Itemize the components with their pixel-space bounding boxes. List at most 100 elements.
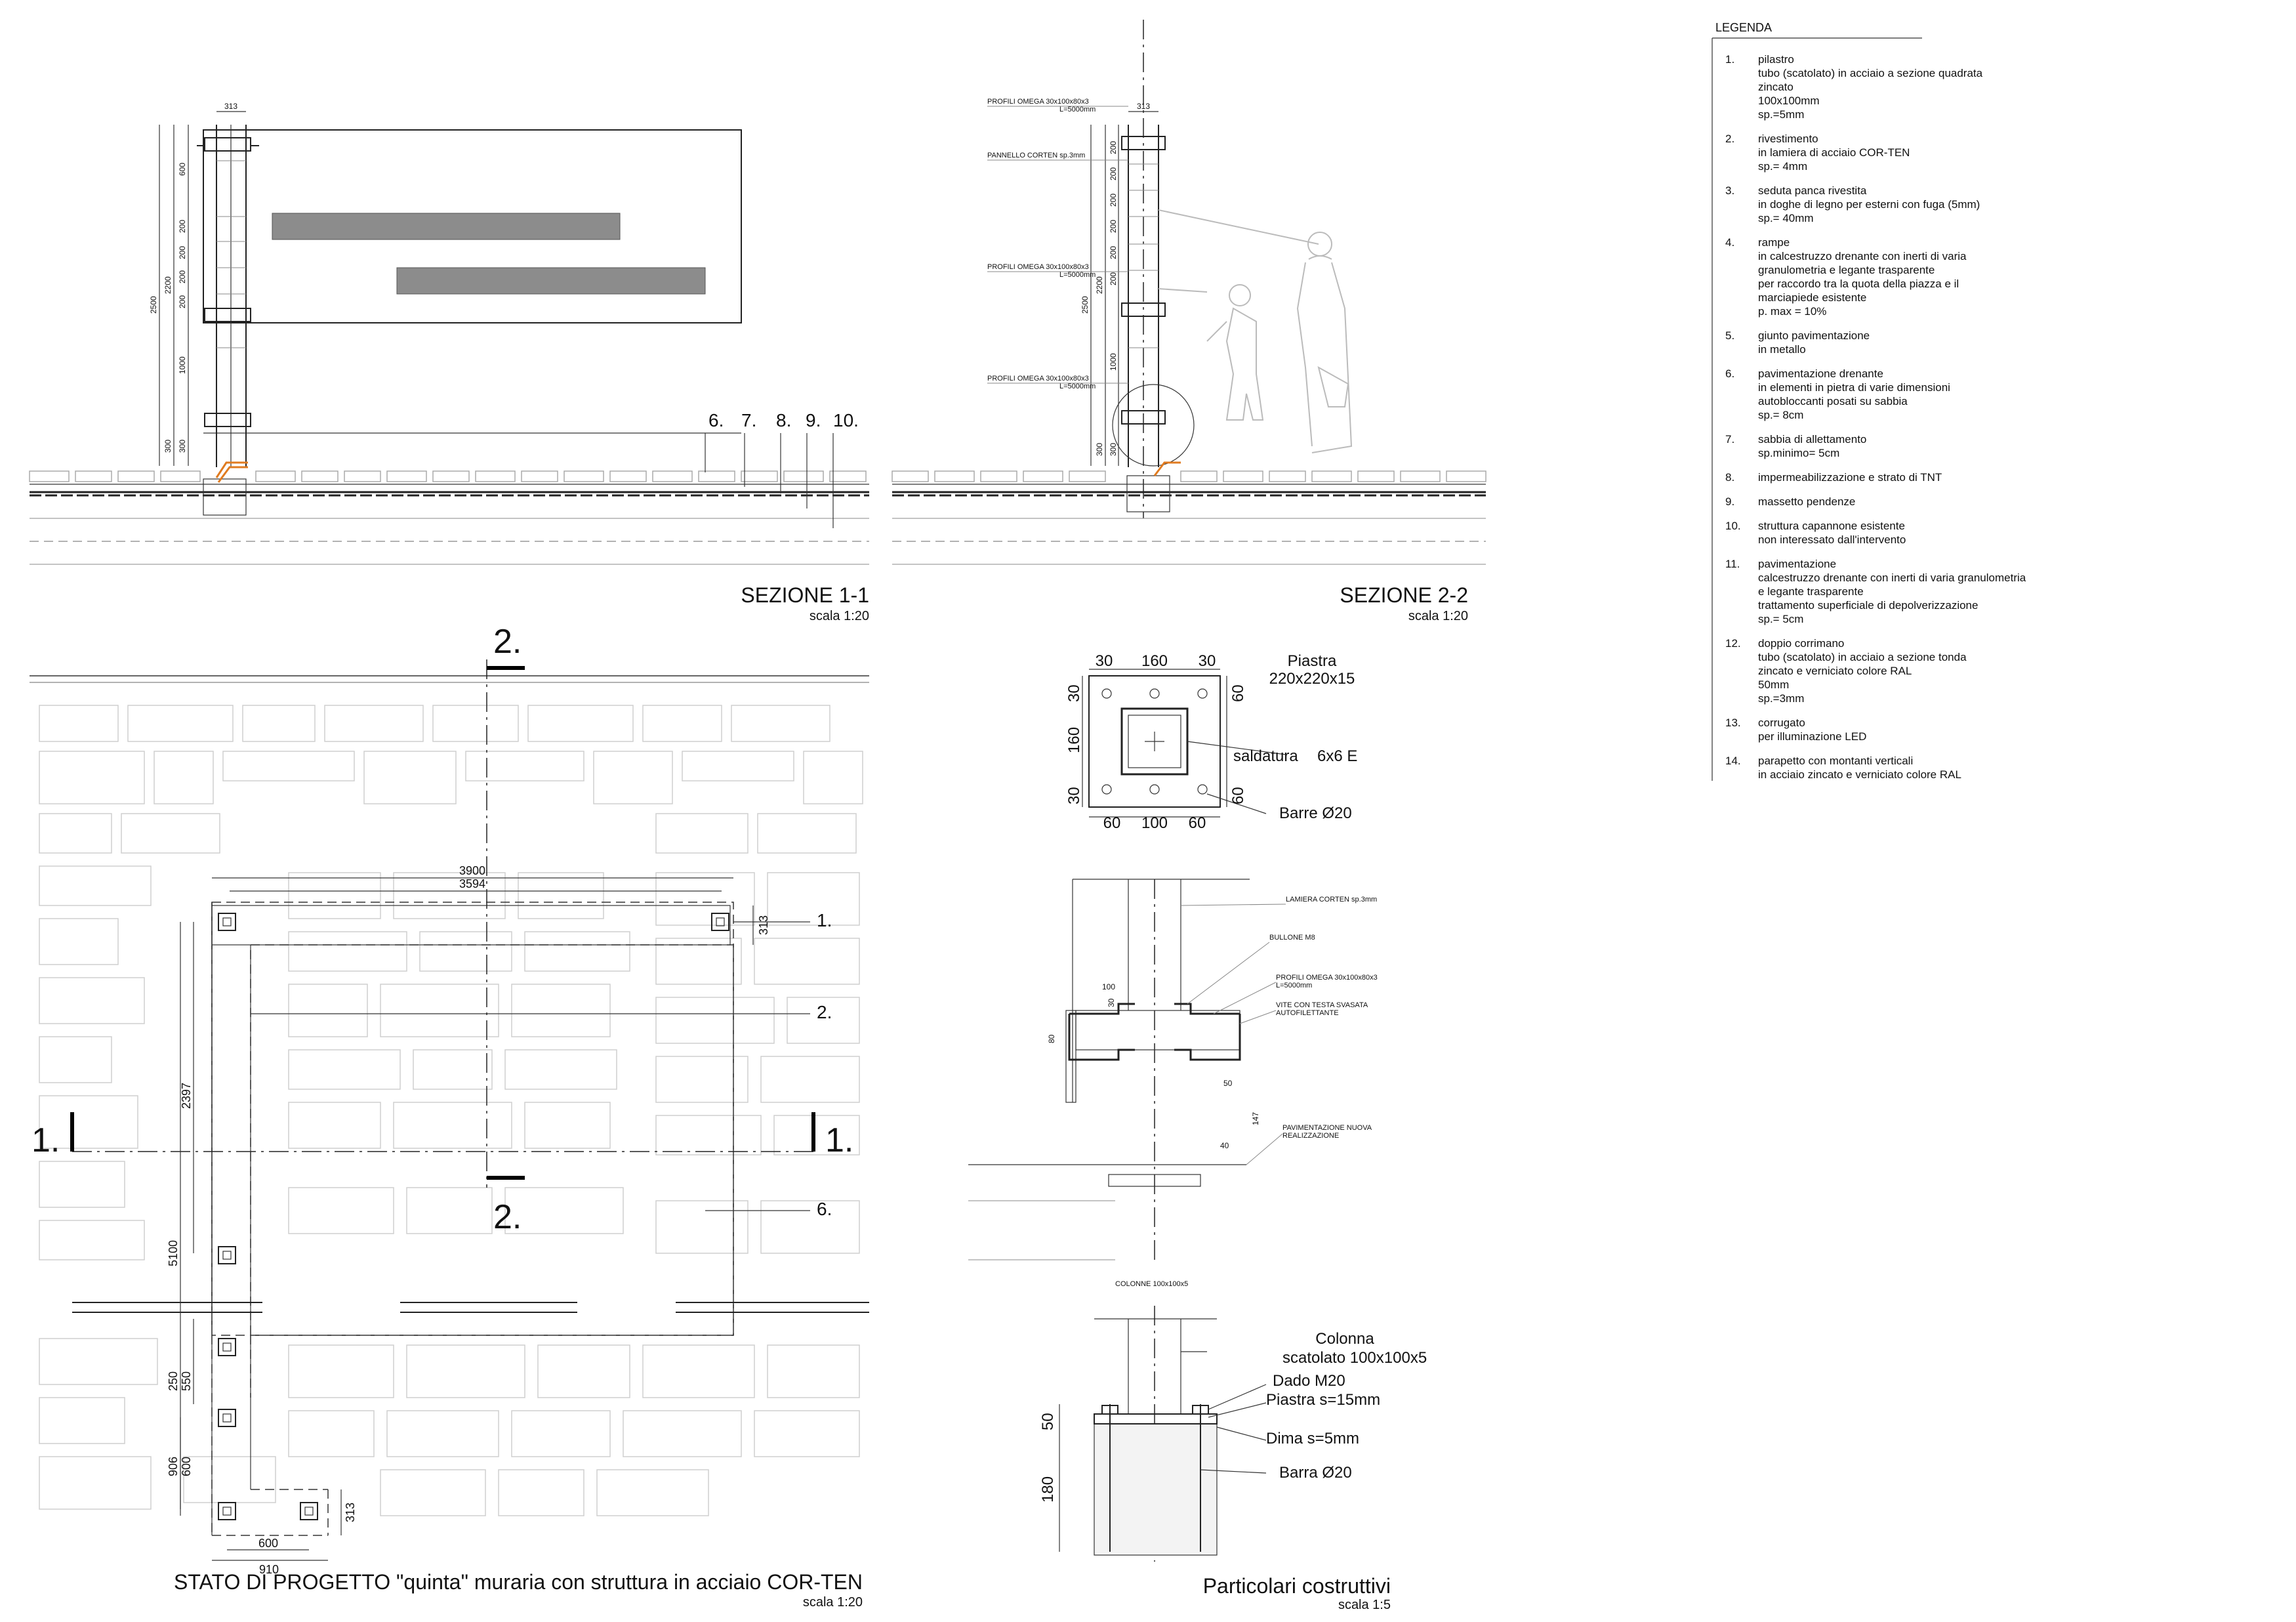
svg-text:100: 100: [1102, 982, 1115, 991]
legend-item-number: 14.: [1725, 755, 1741, 767]
legend-item-line: non interessato dall'intervento: [1758, 533, 1906, 546]
plate-dim-top-1: 30: [1096, 652, 1113, 670]
legend-item-number: 7.: [1725, 433, 1734, 446]
svg-text:LAMIERA CORTEN sp.3mm: LAMIERA CORTEN sp.3mm: [1286, 896, 1377, 904]
detail-base: [1075, 1010, 1240, 1050]
ledge-lines: [72, 1302, 869, 1313]
legend-item-line: in lamiera di acciaio COR-TEN: [1758, 146, 1910, 159]
nut-label: Dado M20: [1273, 1372, 1345, 1390]
column-icon: [218, 1502, 236, 1520]
legend-item-line: sp.= 8cm: [1758, 409, 1803, 421]
svg-text:2200: 2200: [1095, 276, 1104, 294]
section-mark-1-right: 1.: [825, 1121, 853, 1159]
particolari-scale: scala 1:5: [1338, 1598, 1391, 1612]
legend-item-line: pavimentazione: [1758, 558, 1836, 570]
anchor-dim-50: 50: [1039, 1413, 1057, 1430]
legend-item-line: trattamento superficiale di depolverizza…: [1758, 599, 1978, 612]
detail-wall: [1065, 1010, 1076, 1103]
legend-item-number: 5.: [1725, 329, 1734, 342]
svg-text:8.: 8.: [776, 410, 791, 430]
svg-text:BULLONE M8: BULLONE M8: [1269, 934, 1315, 942]
legend-item-line: massetto pendenze: [1758, 495, 1855, 508]
plate-dim-top-2: 160: [1141, 652, 1168, 670]
svg-text:PROFILI OMEGA 30x100x80x3: PROFILI OMEGA 30x100x80x3: [1276, 974, 1378, 982]
svg-text:VITE CON TESTA SVASATA: VITE CON TESTA SVASATA: [1276, 1001, 1368, 1009]
anchor-plate: [1094, 1413, 1218, 1424]
dims-vertical-s11: 600 200 200 200 200 1000 300 300 2500 22…: [149, 163, 187, 453]
plan-scale: scala 1:20: [803, 1595, 863, 1610]
svg-text:300: 300: [1095, 443, 1104, 456]
legend-item-line: doppio corrimano: [1758, 637, 1844, 650]
legend-item-number: 11.: [1725, 558, 1740, 570]
bars-label: Barre Ø20: [1279, 804, 1352, 822]
concrete-block: [1094, 1423, 1218, 1556]
plan-callout-1: 1.: [817, 910, 832, 930]
legend-heading: LEGENDA: [1715, 21, 1772, 34]
svg-text:7.: 7.: [741, 410, 756, 430]
plan-dim-906: 906: [167, 1457, 180, 1476]
detail-labels: LAMIERA CORTEN sp.3mm BULLONE M8 PROFILI…: [1047, 896, 1378, 1165]
legend-item-line: marciapiede esistente: [1758, 291, 1866, 304]
legend-item-line: per raccordo tra la quota della piazza e…: [1758, 278, 1959, 290]
detail-circle: [1112, 384, 1195, 467]
svg-text:1000: 1000: [178, 356, 187, 374]
svg-text:147: 147: [1251, 1112, 1260, 1125]
svg-text:200: 200: [178, 295, 187, 308]
legend-item-line: tubo (scatolato) in acciaio a sezione to…: [1758, 651, 1967, 663]
people-figures: [1158, 209, 1353, 453]
legend-item-line: in metallo: [1758, 343, 1806, 356]
plate-outline: [1088, 675, 1221, 808]
svg-text:200: 200: [1109, 246, 1118, 259]
column-anchor-detail: COLONNE 100x100x5 Colonna scatolato 100x…: [1039, 1280, 1427, 1612]
svg-text:200: 200: [1109, 167, 1118, 180]
section-1-1: 313 600 200 200 200 200 1000 300 300 250…: [29, 102, 869, 623]
legend-item-line: giunto pavimentazione: [1758, 329, 1870, 342]
svg-text:L=5000mm: L=5000mm: [1276, 982, 1312, 989]
plate-dim-bottom-2: 100: [1141, 814, 1168, 832]
column-top-label: COLONNE 100x100x5: [1115, 1280, 1188, 1288]
anchor-leaders: [1059, 1351, 1267, 1552]
column-grid-s22: [1128, 163, 1158, 348]
column-icon: [218, 1246, 236, 1264]
svg-text:200: 200: [178, 246, 187, 259]
plan-dim-lines: [180, 877, 754, 1561]
plan-view: 2. 2. 1. 1. 3900 3594 313 2397 5100 250 …: [30, 623, 869, 1610]
legend-item-number: 8.: [1725, 471, 1734, 484]
anchor-bars: [1101, 1404, 1209, 1552]
plan-dim-313a: 313: [757, 915, 770, 935]
plate-dim-top-3: 30: [1199, 652, 1216, 670]
template-label: Dima s=5mm: [1266, 1430, 1359, 1447]
svg-text:L=5000mm: L=5000mm: [1059, 271, 1096, 279]
legend-item-number: 6.: [1725, 367, 1734, 380]
svg-text:200: 200: [178, 270, 187, 283]
dim-lines-s11: [159, 111, 246, 466]
omega-profile-detail: LAMIERA CORTEN sp.3mm BULLONE M8 PROFILI…: [968, 879, 1378, 1260]
omega-section: [1068, 1003, 1241, 1061]
legend-item-line: sp.minimo= 5cm: [1758, 447, 1839, 459]
plan-callout-leaders: [251, 921, 810, 1211]
plan-dim-250: 250: [167, 1371, 180, 1391]
omega-profiles-s22: [1121, 136, 1166, 425]
legend-item-line: granulometria e legante trasparente: [1758, 264, 1935, 276]
svg-text:AUTOFILETTANTE: AUTOFILETTANTE: [1276, 1009, 1339, 1017]
plate-dim-left-1: 30: [1065, 684, 1083, 702]
legend-item-line: calcestruzzo drenante con inerti di vari…: [1758, 572, 2026, 584]
legend-item-line: sp.= 5cm: [1758, 613, 1803, 625]
dims-vertical-s22: 200 200 200 200 200 200 1000 300 300 250…: [1080, 141, 1118, 456]
section-markers: [70, 666, 815, 1180]
legend-item-line: seduta panca rivestita: [1758, 184, 1867, 197]
plan-dim-600: 600: [180, 1457, 193, 1476]
svg-text:200: 200: [1109, 194, 1118, 207]
column-icon: [218, 1409, 236, 1427]
svg-text:2200: 2200: [163, 276, 173, 294]
svg-text:PROFILI OMEGA 30x100x80x3: PROFILI OMEGA 30x100x80x3: [987, 98, 1089, 106]
plan-dim-2397: 2397: [180, 1083, 193, 1109]
legend-item-line: pavimentazione drenante: [1758, 367, 1883, 380]
svg-text:2500: 2500: [149, 296, 158, 314]
legend-item-number: 10.: [1725, 520, 1741, 532]
section-1-1-scale: scala 1:20: [810, 609, 869, 623]
svg-text:REALIZZAZIONE: REALIZZAZIONE: [1282, 1132, 1339, 1140]
section-mark-1-left: 1.: [31, 1121, 60, 1159]
anchor-dim-180: 180: [1039, 1476, 1057, 1503]
